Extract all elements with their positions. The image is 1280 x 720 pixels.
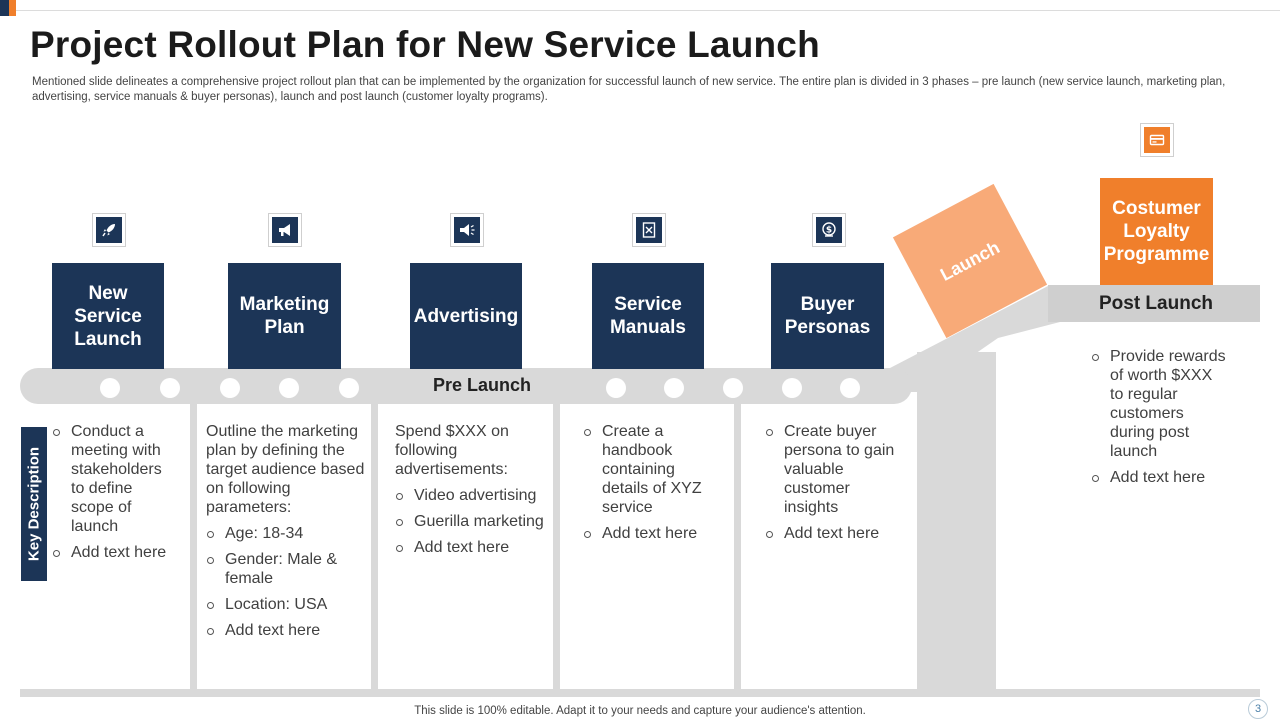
column-divider: [371, 402, 378, 689]
phase-title-line: Loyalty: [1123, 221, 1190, 242]
phase-title-line: Manuals: [609, 317, 687, 338]
timeline-dot: [723, 378, 743, 398]
timeline-dot: [279, 378, 299, 398]
corner-accent-orange: [9, 0, 16, 16]
key-description-tab: Key Description: [21, 427, 47, 581]
svg-text:$: $: [826, 226, 832, 236]
launch-pillar: [917, 352, 996, 692]
phase-icon-frame: [450, 213, 484, 247]
list-item: Age: 18-34: [206, 524, 366, 543]
footer-note: This slide is 100% editable. Adapt it to…: [414, 705, 866, 717]
timeline-dot: [339, 378, 359, 398]
timeline-dot: [606, 378, 626, 398]
phase-icon-frame: [92, 213, 126, 247]
megaphone-icon: [272, 217, 298, 243]
list-item: Provide rewards of worth $XXX to regular…: [1091, 347, 1226, 461]
phase-title-line: Programme: [1103, 244, 1210, 265]
phase-title-line: Plan: [264, 317, 305, 338]
column-divider: [553, 402, 560, 689]
timeline-dot: [220, 378, 240, 398]
list-item: Create a handbook containing details of …: [583, 422, 718, 517]
list-item: Add text here: [52, 543, 172, 562]
timeline-dot: [100, 378, 120, 398]
phase-icon-frame: [1140, 123, 1174, 157]
phase-title-line: Marketing: [239, 294, 330, 315]
list-item: Conduct a meeting with stakeholders to d…: [52, 422, 172, 536]
launch-ramp: [890, 285, 1060, 392]
post-launch-label: Post Launch: [1098, 293, 1213, 314]
pre-launch-label: Pre Launch: [432, 375, 532, 395]
list-item: Create buyer persona to gain valuable cu…: [765, 422, 900, 517]
phase-advertising: Advertising: [410, 263, 522, 369]
key-description-label: Key Description: [25, 446, 43, 562]
list-item: Gender: Male & female: [206, 550, 366, 588]
card-icon: [1144, 127, 1170, 153]
phase-title-line: New: [88, 282, 128, 304]
description-buyer-personas: Create buyer persona to gain valuable cu…: [765, 422, 900, 550]
timeline-dot: [664, 378, 684, 398]
phase-title-line: Costumer: [1112, 198, 1201, 219]
page-subtitle: Mentioned slide delineates a comprehensi…: [32, 76, 1226, 103]
rocket-icon: [96, 217, 122, 243]
post-launch-shelf: [1048, 285, 1260, 322]
description-advertising: Spend $XXX on following advertisements: …: [395, 422, 550, 564]
list-item: Add text here: [395, 538, 550, 557]
description-post-launch: Provide rewards of worth $XXX to regular…: [1091, 347, 1226, 494]
phase-icon-frame: [268, 213, 302, 247]
page-title: Project Rollout Plan for New Service Lau…: [30, 24, 820, 65]
loudspeaker-icon: [454, 217, 480, 243]
phase-title-line: Buyer: [800, 294, 855, 315]
phase-title-line: Service: [74, 305, 142, 327]
description-service-manuals: Create a handbook containing details of …: [583, 422, 718, 550]
description-new-service-launch: Conduct a meeting with stakeholders to d…: [52, 422, 172, 569]
persona-money-icon: $: [816, 217, 842, 243]
list-item: Add text here: [583, 524, 718, 543]
corner-accent-navy: [0, 0, 9, 16]
list-item: Guerilla marketing: [395, 512, 550, 531]
phase-icon-frame: [632, 213, 666, 247]
list-item: Add text here: [1091, 468, 1226, 487]
manual-icon: [636, 217, 662, 243]
description-intro: Spend $XXX on following advertisements:: [395, 423, 509, 478]
phase-icon-frame: $: [812, 213, 846, 247]
description-marketing-plan: Outline the marketing plan by defining t…: [206, 422, 366, 647]
phase-title-line: Personas: [784, 317, 871, 338]
page-number: 3: [1248, 699, 1268, 719]
column-divider: [190, 402, 197, 689]
list-item: Location: USA: [206, 595, 366, 614]
launch-label: Launch: [936, 236, 1003, 285]
phase-title-line: Service: [614, 294, 682, 315]
header-divider: [16, 10, 1280, 11]
timeline-dot: [782, 378, 802, 398]
bottom-rail: [20, 689, 1260, 697]
list-item: Add text here: [765, 524, 900, 543]
list-item: Add text here: [206, 621, 366, 640]
column-divider: [734, 402, 741, 689]
timeline-dot: [160, 378, 180, 398]
description-intro: Outline the marketing plan by defining t…: [206, 423, 365, 516]
list-item: Video advertising: [395, 486, 550, 505]
phase-title-line: Launch: [74, 328, 142, 350]
phase-title-line: Advertising: [413, 305, 519, 327]
timeline-dot: [840, 378, 860, 398]
